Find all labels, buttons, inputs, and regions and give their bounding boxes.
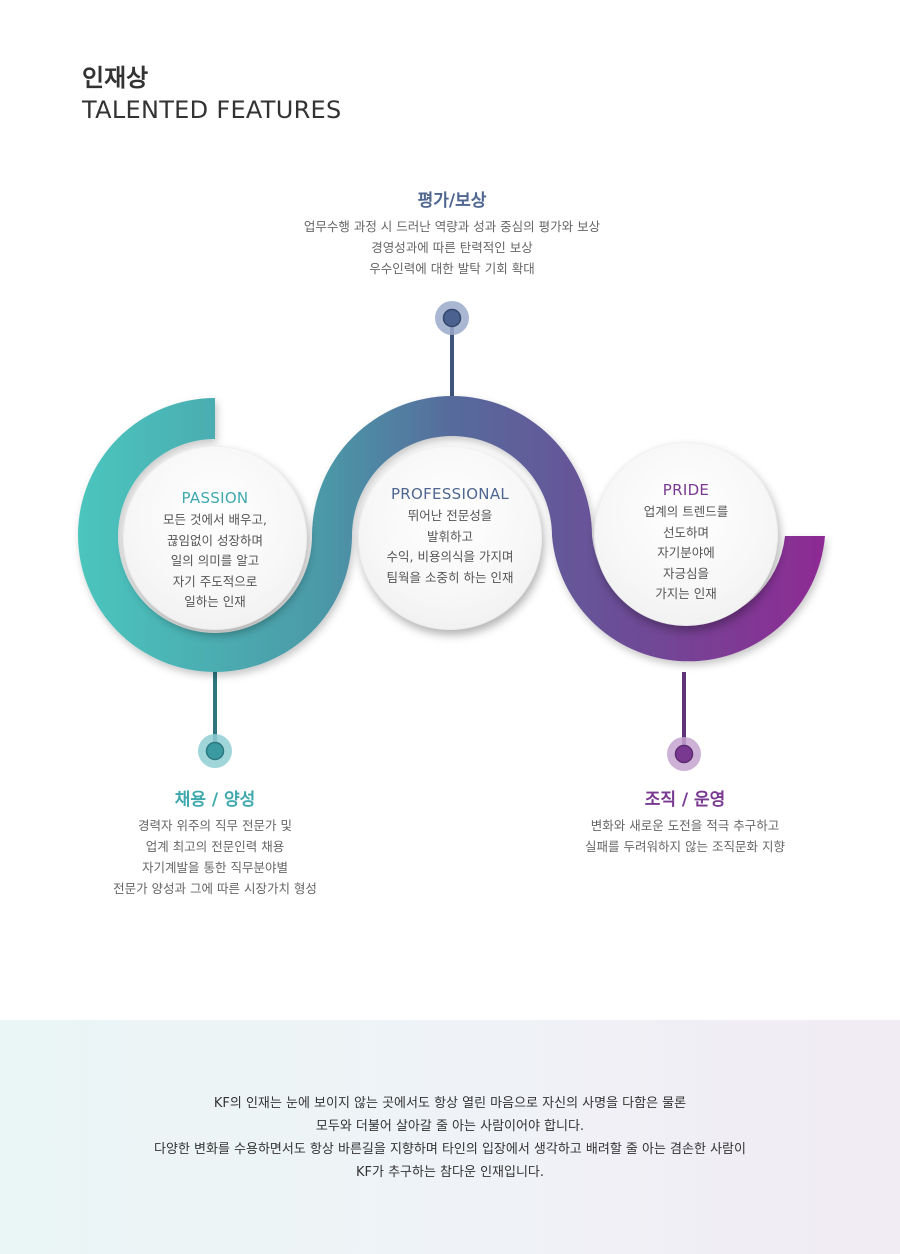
circle-professional-title: PROFESSIONAL (390, 485, 510, 503)
circle-passion-line: 일의 의미를 알고 (170, 553, 260, 568)
left-block: 채용 / 양성 경력자 위주의 직무 전문가 및 업계 최고의 전문인력 채용 … (60, 788, 370, 899)
circle-professional-line: 뛰어난 전문성을 (407, 508, 493, 523)
circle-pride-line: 업계의 트렌드를 (643, 504, 729, 519)
footer-line: 모두와 더불어 살아갈 줄 아는 사람이어야 합니다. (315, 1119, 585, 1134)
circle-passion-line: 모든 것에서 배우고, (163, 512, 267, 527)
top-block-title: 평가/보상 (417, 191, 487, 211)
circle-passion-title: PASSION (181, 489, 249, 507)
left-block-line: 경력자 위주의 직무 전문가 및 (138, 818, 292, 833)
dot-top (435, 301, 469, 335)
footer-line: KF의 인재는 눈에 보이지 않는 곳에서도 항상 열린 마음으로 자신의 사명… (213, 1096, 687, 1111)
circle-passion-line: 일하는 인재 (184, 594, 246, 609)
circle-professional-line: 팀웍을 소중히 하는 인재 (386, 569, 514, 585)
top-block: 평가/보상 업무수행 과정 시 드러난 역량과 성과 중심의 평가와 보상 경영… (230, 189, 674, 279)
left-block-line: 전문가 양성과 그에 따른 시장가치 형성 (113, 881, 317, 896)
right-block: 조직 / 운영 변화와 새로운 도전을 적극 추구하고 실패를 두려워하지 않는… (530, 788, 840, 857)
circle-professional: PROFESSIONAL 뛰어난 전문성을 발휘하고 수익, 비용의식을 가지며… (358, 446, 542, 630)
page-heading: 인재상 TALENTED FEATURES (82, 62, 342, 126)
top-block-line: 우수인력에 대한 발탁 기회 확대 (369, 261, 535, 276)
circle-pride-line: 자긍심을 (662, 565, 709, 581)
footer-band: KF의 인재는 눈에 보이지 않는 곳에서도 항상 열린 마음으로 자신의 사명… (0, 1020, 900, 1254)
right-block-line: 변화와 새로운 도전을 적극 추구하고 (590, 818, 780, 833)
footer-line: KF가 추구하는 참다운 인재입니다. (355, 1165, 544, 1180)
circle-pride-title: PRIDE (662, 481, 710, 499)
circle-passion: PASSION 모든 것에서 배우고, 끊임없이 성장하며 일의 의미를 알고 … (123, 446, 307, 630)
footer-text: KF의 인재는 눈에 보이지 않는 곳에서도 항상 열린 마음으로 자신의 사명… (0, 1092, 900, 1184)
left-block-title: 채용 / 양성 (174, 790, 256, 810)
footer-line: 다양한 변화를 수용하면서도 항상 바른길을 지향하며 타인의 입장에서 생각하… (154, 1142, 746, 1157)
heading-korean: 인재상 (82, 64, 149, 92)
dot-left (198, 734, 232, 768)
top-block-line: 업무수행 과정 시 드러난 역량과 성과 중심의 평가와 보상 (303, 219, 601, 234)
left-block-line: 업계 최고의 전문인력 채용 (145, 839, 285, 854)
circle-passion-line: 끊임없이 성장하며 (167, 532, 263, 548)
circle-pride: PRIDE 업계의 트렌드를 선도하며 자기분야에 자긍심을 가지는 인재 (594, 442, 778, 626)
left-block-line: 자기계발을 통한 직무분야별 (142, 860, 288, 875)
top-block-line: 경영성과에 따른 탄력적인 보상 (371, 240, 533, 255)
right-block-title: 조직 / 운영 (644, 790, 726, 810)
circle-pride-line: 자기분야에 (657, 545, 715, 560)
dot-right (667, 737, 701, 771)
talent-diagram (78, 301, 825, 771)
right-block-line: 실패를 두려워하지 않는 조직문화 지향 (585, 839, 785, 854)
circle-professional-line: 발휘하고 (426, 528, 473, 544)
wave-track (78, 396, 825, 672)
circle-professional-line: 수익, 비용의식을 가지며 (386, 549, 514, 564)
circle-pride-line: 가지는 인재 (655, 586, 717, 601)
circle-pride-line: 선도하며 (662, 524, 709, 540)
heading-english: TALENTED FEATURES (82, 96, 342, 124)
circle-passion-line: 자기 주도적으로 (172, 573, 258, 589)
